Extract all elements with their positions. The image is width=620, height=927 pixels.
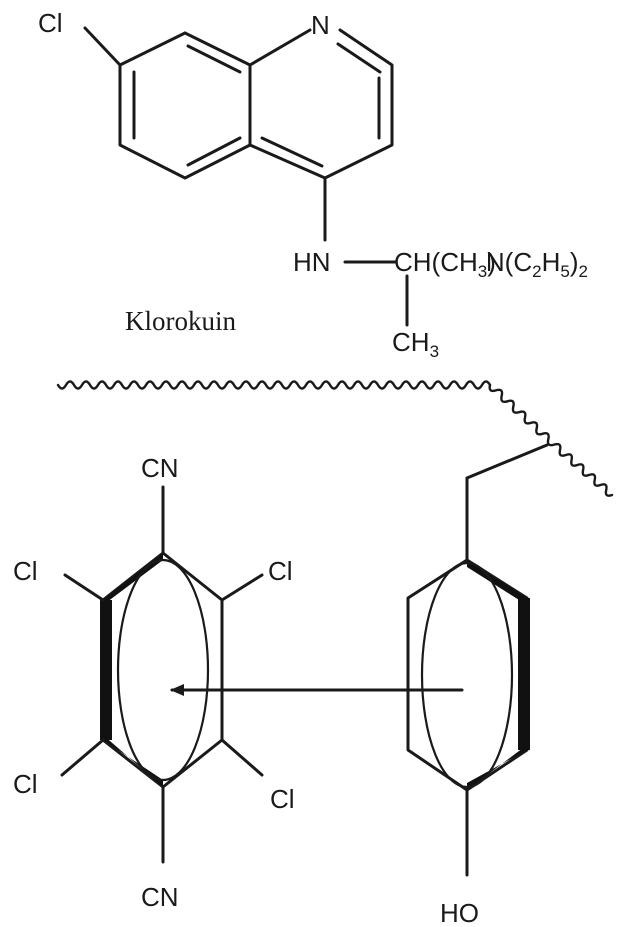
acceptor-wedge-top xyxy=(103,553,163,605)
acceptor-cl-top-right: Cl xyxy=(268,556,293,586)
donor-wedge-bottom xyxy=(467,745,527,790)
acceptor-cl-bottom-right: Cl xyxy=(270,784,295,814)
chloroquine-structure: Cl N HN CH(CH3)N(C2H5)2 CH3 Klorokuin xyxy=(38,8,588,361)
chloroquine-side-chain-label: CH(CH3)N(C2H5)2 xyxy=(394,247,588,281)
quinoline-pyridine-ring xyxy=(248,28,394,180)
donor-structure: HO xyxy=(406,558,530,927)
chloroquine-cl-label: Cl xyxy=(38,8,63,38)
acceptor-cl-top-left: Cl xyxy=(13,556,38,586)
acceptor-cn-bottom: CN xyxy=(141,882,179,912)
cl-bond xyxy=(83,26,122,67)
donor-wedge-top xyxy=(467,560,527,605)
quinoline-benzo-ring xyxy=(118,31,252,180)
acceptor-wedge-left xyxy=(100,600,112,740)
donor-wedge-right xyxy=(518,598,530,750)
polymer-backbone xyxy=(56,380,614,562)
acceptor-structure: CN CN Cl Cl Cl Cl xyxy=(13,453,295,912)
chloroquine-name: Klorokuin xyxy=(125,306,236,336)
acceptor-cl-bottom-left: Cl xyxy=(13,769,38,799)
chloroquine-n-label: N xyxy=(311,10,330,40)
donor-ho-label: HO xyxy=(440,898,479,927)
chloroquine-ch3-label: CH3 xyxy=(392,327,439,361)
chloroquine-hn-label: HN xyxy=(293,247,331,277)
acceptor-cn-top: CN xyxy=(141,453,179,483)
